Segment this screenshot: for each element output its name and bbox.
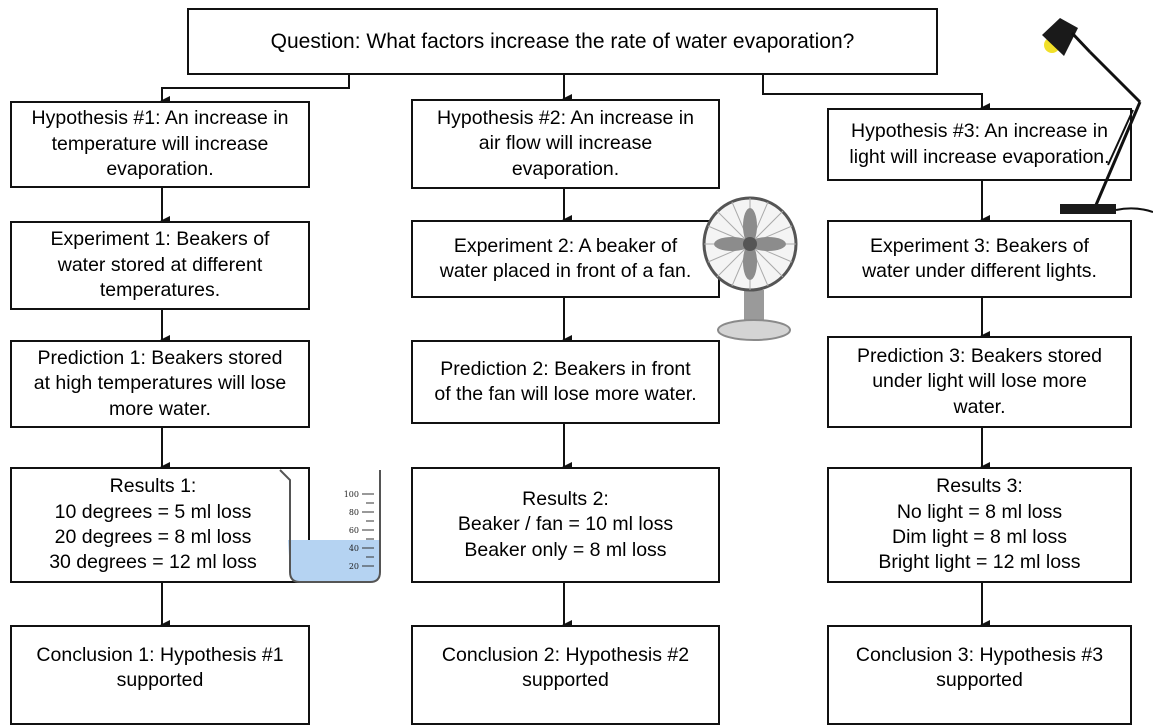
- hypothesis-1-text: Hypothesis #1: An increase in temperatur…: [31, 107, 289, 181]
- prediction-1-box: Prediction 1: Beakers stored at high tem…: [10, 340, 310, 428]
- prediction-1-text: Prediction 1: Beakers stored at high tem…: [33, 346, 287, 420]
- experiment-3-text: Experiment 3: Beakers of water under dif…: [862, 234, 1097, 282]
- experiment-2-box: Experiment 2: A beaker of water placed i…: [411, 220, 720, 298]
- experiment-1-box: Experiment 1: Beakers of water stored at…: [10, 221, 310, 310]
- results-1-box: Results 1: 10 degrees = 5 ml loss 20 deg…: [10, 467, 310, 583]
- results-2-box: Results 2: Beaker / fan = 10 ml loss Bea…: [411, 467, 720, 583]
- hypothesis-3-box: Hypothesis #3: An increase in light will…: [827, 108, 1132, 181]
- results-3-text: Results 3: No light = 8 ml loss Dim ligh…: [878, 475, 1081, 574]
- results-2-text: Results 2: Beaker / fan = 10 ml loss Bea…: [457, 487, 674, 561]
- hypothesis-2-box: Hypothesis #2: An increase in air flow w…: [411, 99, 720, 189]
- conclusion-3-text: Conclusion 3: Hypothesis #3 supported: [855, 644, 1104, 692]
- prediction-2-text: Prediction 2: Beakers in front of the fa…: [434, 357, 697, 405]
- experiment-1-text: Experiment 1: Beakers of water stored at…: [50, 228, 270, 302]
- branch-arrow-3: [762, 75, 990, 113]
- question-text: Question: What factors increase the rate…: [270, 29, 855, 53]
- question-box: Question: What factors increase the rate…: [187, 8, 938, 75]
- conclusion-2-box: Conclusion 2: Hypothesis #2 supported: [411, 625, 720, 725]
- hypothesis-2-text: Hypothesis #2: An increase in air flow w…: [437, 106, 694, 180]
- prediction-3-text: Prediction 3: Beakers stored under light…: [857, 344, 1102, 418]
- connectors: [160, 75, 990, 630]
- prediction-3-box: Prediction 3: Beakers stored under light…: [827, 336, 1132, 428]
- conclusion-2-text: Conclusion 2: Hypothesis #2 supported: [441, 644, 690, 692]
- conclusion-1-text: Conclusion 1: Hypothesis #1 supported: [36, 644, 284, 692]
- experiment-3-box: Experiment 3: Beakers of water under dif…: [827, 220, 1132, 298]
- experiment-2-text: Experiment 2: A beaker of water placed i…: [439, 234, 692, 282]
- hypothesis-1-box: Hypothesis #1: An increase in temperatur…: [10, 101, 310, 188]
- prediction-2-box: Prediction 2: Beakers in front of the fa…: [411, 340, 720, 424]
- conclusion-1-box: Conclusion 1: Hypothesis #1 supported: [10, 625, 310, 725]
- results-3-box: Results 3: No light = 8 ml loss Dim ligh…: [827, 467, 1132, 583]
- results-1-text: Results 1: 10 degrees = 5 ml loss 20 deg…: [49, 475, 257, 574]
- conclusion-3-box: Conclusion 3: Hypothesis #3 supported: [827, 625, 1132, 725]
- hypothesis-3-text: Hypothesis #3: An increase in light will…: [849, 120, 1110, 168]
- branch-arrow-1: [160, 75, 350, 106]
